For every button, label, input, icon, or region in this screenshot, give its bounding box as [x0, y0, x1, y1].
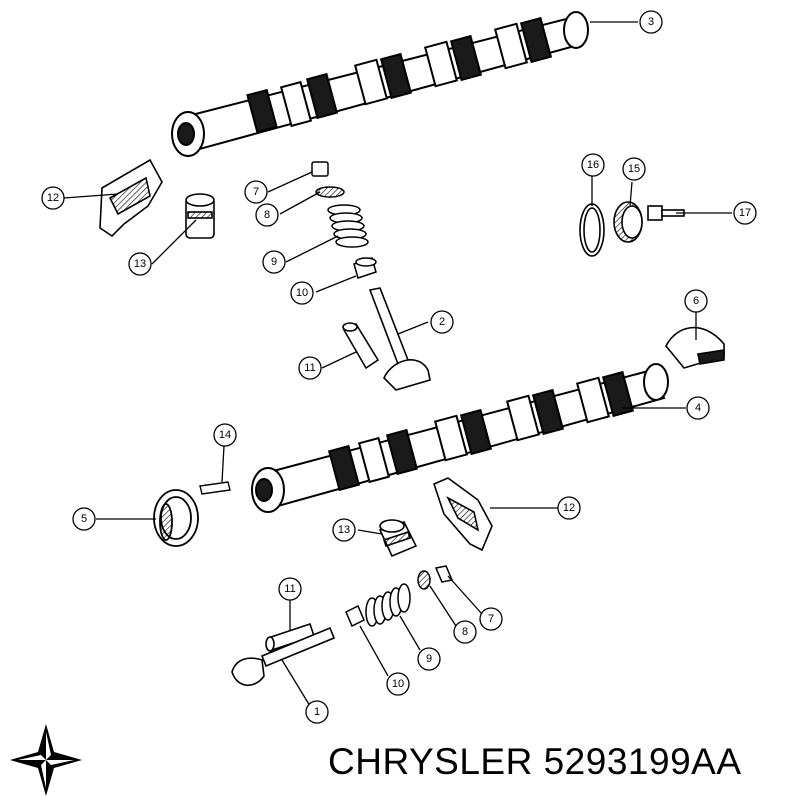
callout-8-lower: 8 [453, 620, 477, 644]
callout-4: 4 [686, 396, 710, 420]
leader-lines [63, 21, 732, 707]
svg-text:3: 3 [648, 16, 654, 28]
callout-9-upper: 9 [262, 250, 286, 274]
svg-text:12: 12 [563, 502, 575, 514]
svg-text:13: 13 [338, 524, 350, 536]
valve-upper [368, 287, 431, 391]
callout-9-lower: 9 [417, 647, 441, 671]
callouts: 3 12 13 7 8 9 10 2 11 16 15 17 6 4 14 5 … [41, 10, 757, 724]
svg-text:5: 5 [81, 513, 87, 525]
callout-11-lower: 11 [278, 577, 302, 601]
svg-text:12: 12 [47, 192, 59, 204]
callout-14: 14 [213, 423, 237, 447]
svg-text:10: 10 [392, 678, 404, 690]
svg-text:11: 11 [284, 583, 295, 595]
lower-camshaft-lobes [327, 370, 635, 492]
part-caption: CHRYSLER 5293199AA [328, 732, 798, 792]
callout-7-lower: 7 [479, 607, 503, 631]
timing-components [579, 201, 685, 257]
brand-name: CHRYSLER [328, 741, 533, 782]
svg-text:2: 2 [439, 316, 445, 328]
upper-camshaft [171, 11, 589, 157]
camshaft-seal [153, 489, 199, 547]
svg-text:16: 16 [587, 159, 599, 171]
cam-sensor-target [613, 201, 643, 243]
lower-camshaft [251, 363, 669, 513]
callout-7-upper: 7 [244, 180, 268, 204]
upper-camshaft-lobes [246, 16, 553, 134]
svg-text:11: 11 [304, 362, 315, 374]
callout-6: 6 [684, 289, 708, 313]
lower-camshaft-rear-end [643, 363, 669, 401]
svg-text:15: 15 [628, 163, 640, 175]
callout-3: 3 [639, 10, 663, 34]
callout-5: 5 [72, 507, 96, 531]
upper-camshaft-rear-end [563, 11, 589, 49]
dowel-pin [199, 481, 231, 495]
callout-8-upper: 8 [255, 203, 279, 227]
callout-11-upper: 11 [298, 356, 322, 380]
lash-adjuster-upper [185, 193, 215, 239]
valve-spring-upper [327, 204, 369, 248]
callout-12-lower: 12 [557, 496, 581, 520]
callout-16: 16 [581, 153, 605, 177]
valve-spring-lower [365, 583, 411, 627]
svg-text:9: 9 [271, 256, 277, 268]
rocker-arm-lower [433, 477, 493, 552]
svg-text:7: 7 [488, 613, 494, 625]
rocker-arm-upper [99, 158, 163, 238]
callout-2: 2 [430, 310, 454, 334]
camshaft-end-cap [665, 326, 725, 369]
part-number: 5293199AA [543, 741, 742, 782]
callout-13-upper: 13 [128, 252, 152, 276]
callout-10-lower: 10 [386, 672, 410, 696]
lash-adjuster-lower [378, 519, 418, 558]
valve-lower [231, 626, 336, 687]
svg-text:8: 8 [462, 626, 468, 638]
callout-13-lower: 13 [332, 518, 356, 542]
callout-12-upper: 12 [41, 186, 65, 210]
svg-text:8: 8 [264, 209, 270, 221]
pentastar-logo-icon [10, 724, 82, 796]
callout-17: 17 [733, 201, 757, 225]
callout-1: 1 [305, 700, 329, 724]
svg-text:10: 10 [296, 287, 308, 299]
svg-text:17: 17 [739, 207, 751, 219]
svg-text:7: 7 [253, 186, 259, 198]
svg-text:4: 4 [695, 402, 701, 414]
callout-15: 15 [622, 157, 646, 181]
svg-text:6: 6 [693, 295, 699, 307]
valve-guide-upper [342, 322, 380, 370]
valve-train-lower [345, 565, 454, 628]
svg-text:13: 13 [134, 258, 146, 270]
valve-train-upper [311, 161, 377, 279]
svg-text:9: 9 [426, 653, 432, 665]
svg-text:1: 1 [314, 706, 320, 718]
callout-10-upper: 10 [290, 281, 314, 305]
svg-text:14: 14 [219, 429, 231, 441]
